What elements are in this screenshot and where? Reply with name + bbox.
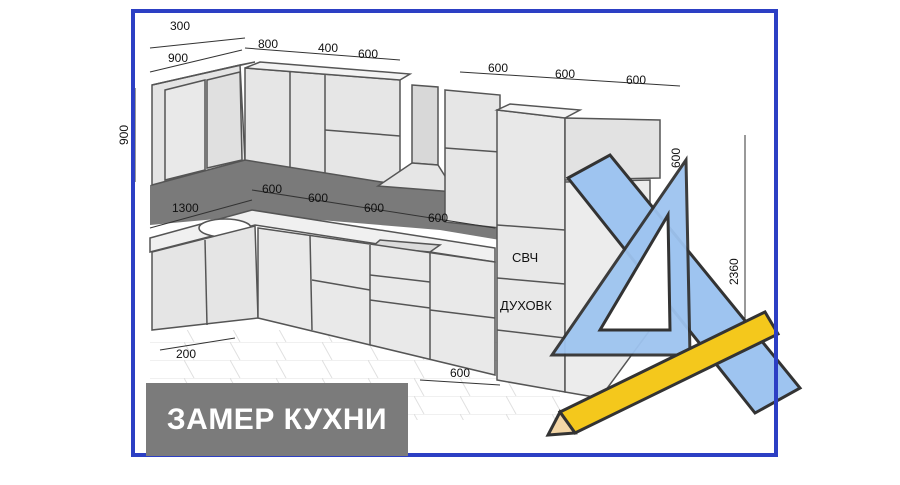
dim-top-900: 900 [168, 51, 188, 65]
caption-background [146, 383, 408, 456]
dim-top-600-a: 600 [358, 47, 378, 61]
dim-counter-1300: 1300 [172, 201, 199, 215]
dim-right-600-b: 600 [555, 67, 575, 81]
dim-floor-200: 200 [176, 347, 196, 361]
dim-counter-600-c: 600 [364, 201, 384, 215]
dim-top-400: 400 [318, 41, 338, 55]
label-microwave: СВЧ [512, 250, 538, 265]
dim-top-800: 800 [258, 37, 278, 51]
dim-counter-600-d: 600 [428, 211, 448, 225]
dim-floor-600: 600 [450, 366, 470, 380]
dim-side-height-2360: 2360 [727, 258, 741, 285]
dim-upper-height-900: 900 [117, 125, 131, 145]
measuring-tools [545, 153, 803, 437]
blue-frame [131, 9, 778, 457]
dim-counter-600-a: 600 [262, 182, 282, 196]
dim-right-600-c: 600 [626, 73, 646, 87]
dim-top-300: 300 [170, 19, 190, 33]
dim-right-600-d: 600 [669, 148, 683, 168]
backsplash-wall [150, 160, 500, 240]
label-oven: ДУХОВК [500, 298, 552, 313]
caption-title: ЗАМЕР КУХНИ [166, 403, 388, 436]
upper-cabinets-left [151, 61, 256, 186]
dim-counter-600-b: 600 [308, 191, 328, 205]
dim-right-600-a: 600 [488, 61, 508, 75]
range-hood [375, 84, 457, 193]
lower-cabinets [151, 225, 496, 376]
